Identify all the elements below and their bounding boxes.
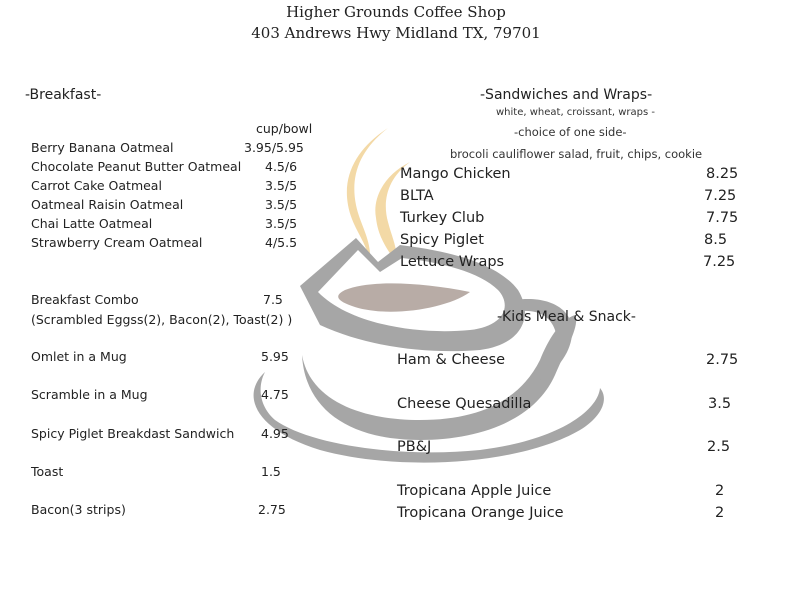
menu-item-name: Toast <box>31 464 64 479</box>
side-options: brocoli cauliflower salad, fruit, chips,… <box>450 147 703 161</box>
sandwiches-title: -Sandwiches and Wraps- <box>480 87 653 103</box>
menu-item-price: 3.5 <box>708 396 732 412</box>
menu-item-name: Omlet in a Mug <box>31 349 127 364</box>
menu-item-price: 3.95/5.95 <box>244 140 304 155</box>
menu-item-price: 1.5 <box>261 464 281 479</box>
price-header: cup/bowl <box>256 121 313 136</box>
menu-item-price: 4.75 <box>261 387 289 402</box>
menu-item-price: 7.75 <box>706 210 739 226</box>
menu-item-name: Tropicana Apple Juice <box>397 483 552 499</box>
menu-item-name: Spicy Piglet Breakdast Sandwich <box>31 426 235 441</box>
menu-item-price: 2 <box>715 483 725 499</box>
menu-item-name: Chocolate Peanut Butter Oatmeal <box>31 159 242 174</box>
menu-item-price: 2 <box>715 505 725 521</box>
shop-name: Higher Grounds Coffee Shop <box>286 3 506 21</box>
menu-item-price: 5.95 <box>261 349 289 364</box>
menu-item-name: Turkey Club <box>400 210 485 226</box>
menu-item-name: Spicy Piglet <box>400 232 484 248</box>
combo-name: Breakfast Combo <box>31 292 139 307</box>
menu-item-price: 4.95 <box>261 426 289 441</box>
menu-item-price: 4/5.5 <box>265 235 298 250</box>
menu-item-name: Bacon(3 strips) <box>31 502 126 517</box>
shop-header: Higher Grounds Coffee Shop 403 Andrews H… <box>0 2 792 44</box>
menu-item-price: 7.25 <box>703 254 736 270</box>
side-note: -choice of one side- <box>514 125 627 139</box>
menu-item-name: Tropicana Orange Juice <box>397 505 564 521</box>
menu-item-price: 3.5/5 <box>265 216 298 231</box>
menu-item-price: 2.5 <box>707 439 731 455</box>
menu-item-name: Strawberry Cream Oatmeal <box>31 235 203 250</box>
breakfast-title: -Breakfast- <box>25 87 102 103</box>
menu-item-name: BLTA <box>400 188 434 204</box>
menu-item-price: 8.5 <box>704 232 728 248</box>
menu-item-name: Oatmeal Raisin Oatmeal <box>31 197 184 212</box>
shop-address: 403 Andrews Hwy Midland TX, 79701 <box>251 24 541 42</box>
menu-item-name: Mango Chicken <box>400 166 511 182</box>
menu-item-price: 2.75 <box>258 502 286 517</box>
menu-item-price: 3.5/5 <box>265 178 298 193</box>
menu-item-name: Berry Banana Oatmeal <box>31 140 174 155</box>
bread-options: white, wheat, croissant, wraps - <box>496 107 656 118</box>
menu-item-price: 3.5/5 <box>265 197 298 212</box>
menu-item-name: Lettuce Wraps <box>400 254 505 270</box>
combo-description: (Scrambled Eggss(2), Bacon(2), Toast(2) … <box>31 312 293 327</box>
menu-item-name: Cheese Quesadilla <box>397 396 532 412</box>
menu-item-name: PB&J <box>397 439 432 455</box>
menu-item-price: 8.25 <box>706 166 739 182</box>
combo-price: 7.5 <box>263 292 283 307</box>
menu-item-name: Chai Latte Oatmeal <box>31 216 153 231</box>
menu-item-price: 4.5/6 <box>265 159 298 174</box>
menu-item-price: 2.75 <box>706 352 739 368</box>
menu-item-name: Carrot Cake Oatmeal <box>31 178 162 193</box>
menu-item-price: 7.25 <box>704 188 737 204</box>
kids-title: -Kids Meal & Snack- <box>497 309 636 325</box>
menu-item-name: Scramble in a Mug <box>31 387 148 402</box>
menu-item-name: Ham & Cheese <box>397 352 506 368</box>
